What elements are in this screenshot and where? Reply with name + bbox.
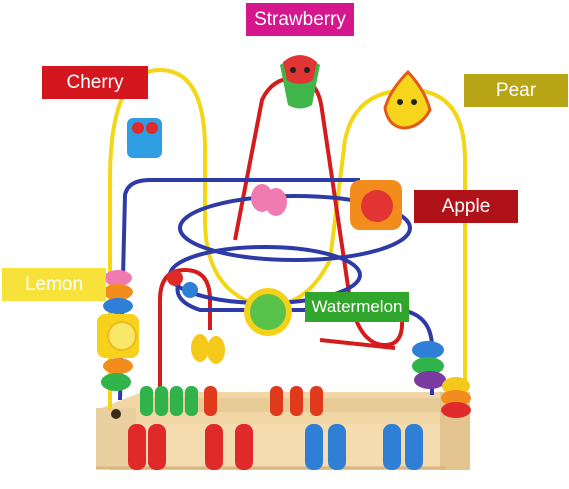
abacus-back-row	[140, 386, 323, 416]
apple-bead	[350, 180, 402, 230]
red-wire	[158, 75, 405, 400]
label-pear: Pear	[464, 74, 568, 107]
right-stack-beads	[412, 341, 471, 418]
pear-bead	[383, 69, 432, 130]
blue-wire-beads	[167, 270, 225, 364]
watermelon-bead	[244, 288, 292, 336]
lemon-stack-beads	[101, 270, 133, 391]
label-watermelon: Watermelon	[305, 292, 409, 322]
label-lemon: Lemon	[2, 268, 106, 301]
label-cherry: Cherry	[42, 66, 148, 99]
pink-beads	[251, 184, 287, 216]
cherry-bead	[127, 118, 162, 158]
label-apple: Apple	[414, 190, 518, 223]
lemon-bead	[97, 314, 139, 358]
strawberry-bead	[280, 55, 320, 109]
label-strawberry: Strawberry	[246, 3, 354, 36]
abacus-front-row	[128, 424, 423, 470]
